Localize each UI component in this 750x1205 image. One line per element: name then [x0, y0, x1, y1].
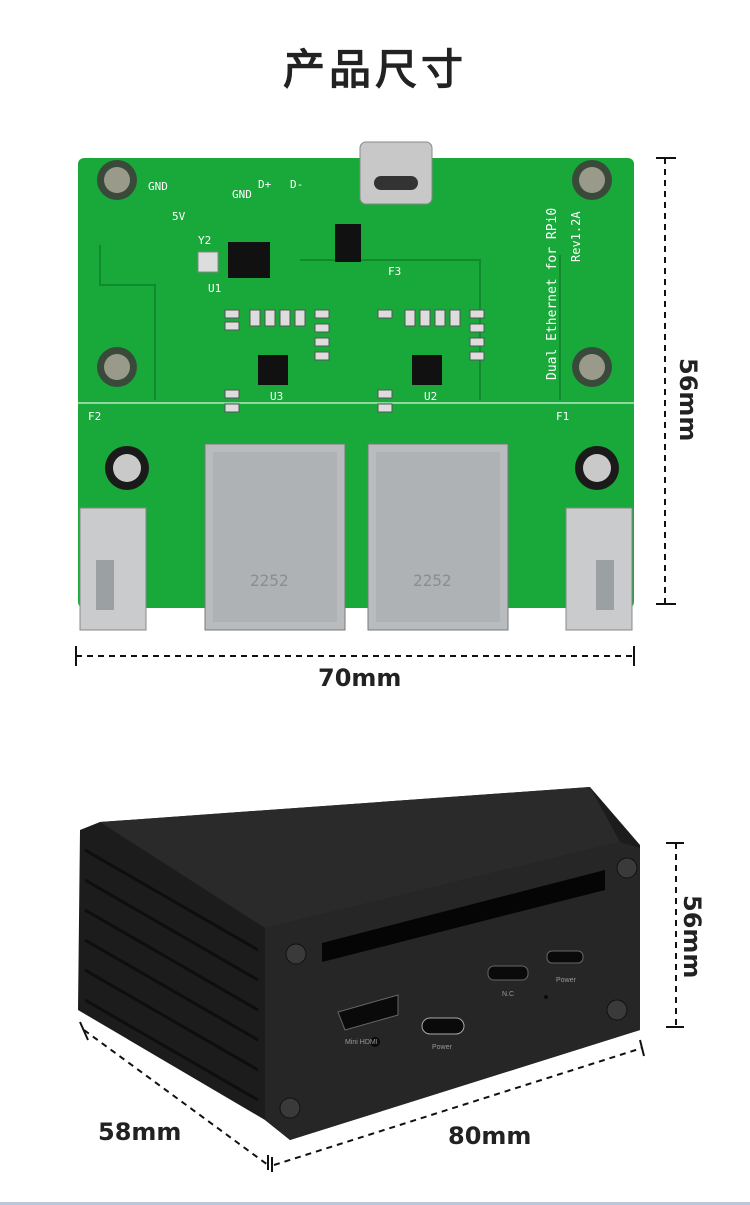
- vent-slot: [322, 870, 605, 962]
- enclosure-dimension-lines: [79, 842, 684, 1172]
- silk-f3: F3: [388, 265, 401, 278]
- silk-dminus: D-: [290, 178, 303, 191]
- silk-board-name: Dual Ethernet for RPi0: [545, 208, 560, 380]
- bottom-divider: [0, 1202, 750, 1205]
- usb-c-power-port: [421, 1017, 465, 1035]
- label-nc: N.C: [502, 991, 514, 998]
- mini-hdmi-port: [337, 994, 399, 1031]
- pcb-height-label: 56mm: [674, 358, 702, 442]
- silk-gnd1: GND: [148, 180, 168, 193]
- silk-dplus: D+: [258, 178, 272, 191]
- silk-u3: U3: [270, 390, 283, 403]
- silk-revision: Rev1.2A: [569, 211, 583, 262]
- usb-c-connector: [359, 141, 433, 205]
- silk-u2: U2: [424, 390, 437, 403]
- enclosure-height-label: 56mm: [678, 895, 706, 979]
- label-mini-hdmi: Mini HDMI: [345, 1039, 378, 1046]
- silk-f1: F1: [556, 410, 569, 423]
- chip-u3: [258, 355, 288, 385]
- pcb-board: GND GND 5V D+ D- Y2 U1 U3 U2 F2 F1 F3 Du…: [78, 141, 634, 631]
- silk-gnd2: GND: [232, 188, 252, 201]
- mounting-screw-icon: [97, 160, 612, 387]
- pcb-width-label: 70mm: [318, 664, 402, 692]
- silk-u1: U1: [208, 282, 221, 295]
- silk-y2: Y2: [198, 234, 211, 247]
- enclosure-depth-label: 58mm: [98, 1118, 182, 1146]
- pcb-dimension-lines: [75, 157, 676, 666]
- rj45-marking-left: 2252: [250, 571, 289, 590]
- chip-u1: [228, 242, 270, 278]
- silk-f2: F2: [88, 410, 101, 423]
- label-usb-c-power: Power: [432, 1044, 453, 1051]
- label-micro-power: Power: [556, 977, 577, 984]
- chip-u2: [412, 355, 442, 385]
- micro-usb-nc-port: [487, 965, 529, 981]
- micro-usb-power-port: [546, 950, 584, 964]
- enclosure: Mini HDMI Power N.C Power: [78, 787, 640, 1140]
- silk-5v: 5V: [172, 210, 186, 223]
- page-title: 产品尺寸: [282, 45, 467, 94]
- rj45-marking-right: 2252: [413, 571, 452, 590]
- enclosure-width-label: 80mm: [448, 1122, 532, 1150]
